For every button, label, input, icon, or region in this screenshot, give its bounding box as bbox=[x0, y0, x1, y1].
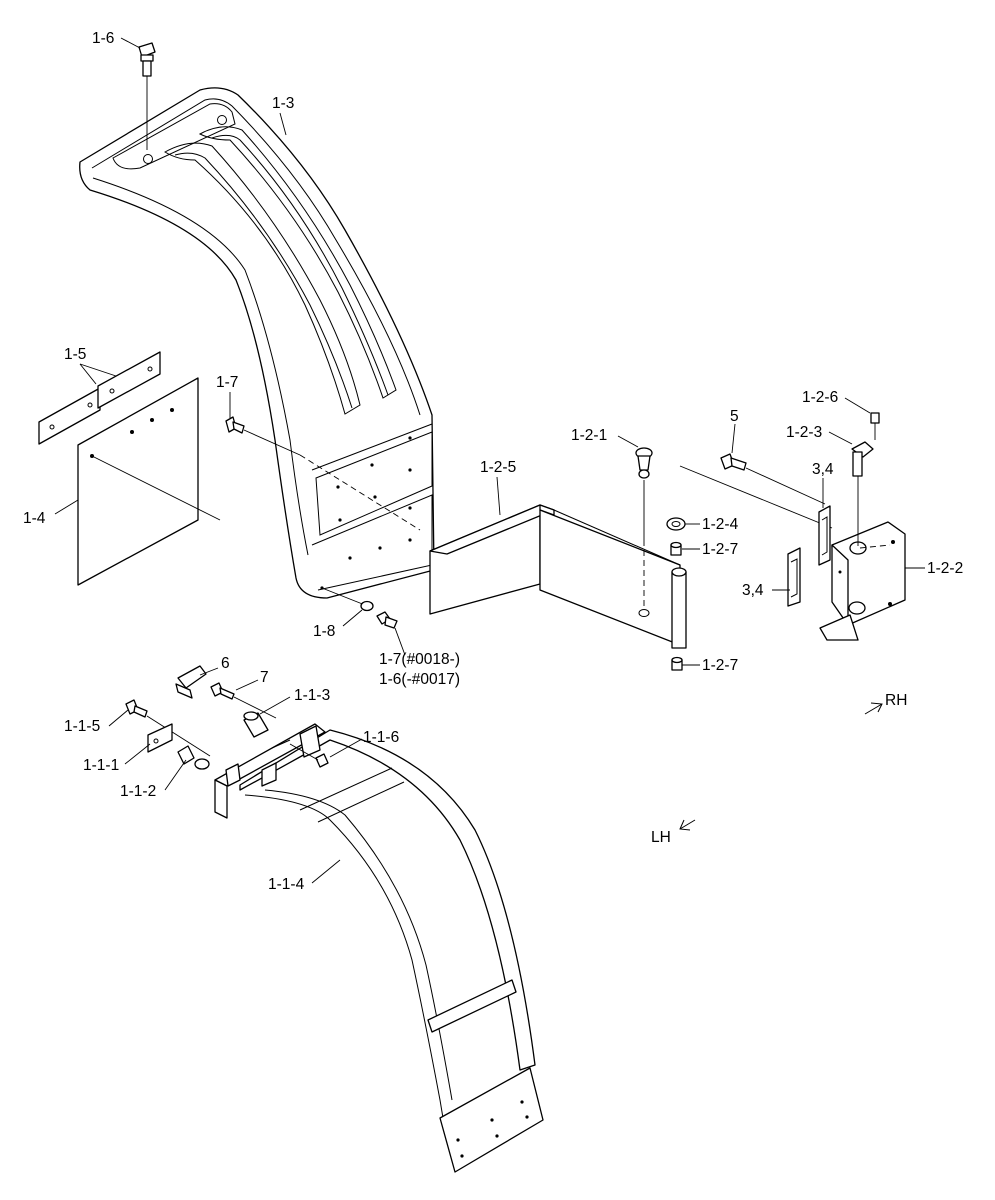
bolt-1-1-5 bbox=[125, 699, 211, 757]
label-1-7: 1-7 bbox=[216, 374, 238, 391]
label-1-2-6: 1-2-6 bbox=[802, 389, 838, 406]
screw-1-2-6 bbox=[870, 412, 880, 440]
label-1-3: 1-3 bbox=[272, 95, 294, 112]
clip-6 bbox=[175, 665, 207, 699]
bolt-1-1-6 bbox=[289, 743, 329, 768]
label-1-6-serial: 1-6(-#0017) bbox=[379, 671, 460, 688]
direction-lh-label: LH bbox=[651, 829, 671, 846]
label-1-2-5: 1-2-5 bbox=[480, 459, 516, 476]
bolt-1-1-2 bbox=[177, 745, 210, 770]
label-7: 7 bbox=[260, 669, 269, 686]
label-5: 5 bbox=[730, 408, 739, 425]
label-3-4-lower: 3,4 bbox=[742, 582, 764, 599]
label-1-2-7-lower: 1-2-7 bbox=[702, 657, 738, 674]
clamp-plates-part bbox=[38, 351, 161, 445]
hinge-pin-1-2-1 bbox=[635, 447, 653, 617]
foam-block-1-2-5 bbox=[429, 504, 681, 646]
bracket-1-2-2 bbox=[679, 465, 906, 641]
label-1-2-7-upper: 1-2-7 bbox=[702, 541, 738, 558]
bush-1-2-7-lower bbox=[671, 656, 683, 671]
label-1-1-5: 1-1-5 bbox=[64, 718, 100, 735]
shim-3-4-lower bbox=[787, 547, 801, 607]
label-1-7-serial: 1-7(#0018-) bbox=[379, 651, 460, 668]
bush-1-2-4 bbox=[666, 517, 686, 531]
rh-arrow-icon bbox=[864, 702, 883, 715]
label-1-1-6: 1-1-6 bbox=[363, 729, 399, 746]
spacer-1-1-3 bbox=[243, 711, 269, 738]
leader-lines bbox=[54, 37, 925, 884]
label-3-4-upper: 3,4 bbox=[812, 461, 834, 478]
label-1-1-2: 1-1-2 bbox=[120, 783, 156, 800]
bolt-1-7-lower bbox=[376, 611, 398, 629]
pin-1-2-3 bbox=[851, 441, 874, 546]
mud-flap-part bbox=[77, 377, 199, 586]
label-1-6-top: 1-6 bbox=[92, 30, 114, 47]
frame-1-1-4 bbox=[214, 723, 544, 1173]
label-1-1-4: 1-1-4 bbox=[268, 876, 305, 893]
label-1-2-1: 1-2-1 bbox=[571, 427, 607, 444]
bolt-5 bbox=[720, 453, 826, 505]
screw-7 bbox=[210, 682, 277, 719]
direction-rh-label: RH bbox=[885, 692, 907, 709]
label-1-8: 1-8 bbox=[313, 623, 335, 640]
label-1-1-3: 1-1-3 bbox=[294, 687, 330, 704]
callout-labels: 1-6 1-3 1-5 1-7 1-4 1-8 1-7(#0018-) 1-6(… bbox=[23, 30, 963, 893]
bolt-1-7 bbox=[91, 416, 421, 531]
bush-1-2-7-upper bbox=[670, 541, 682, 556]
lh-arrow-icon bbox=[679, 819, 696, 831]
hinge-tube bbox=[671, 567, 687, 649]
bracket-1-1-1 bbox=[147, 723, 173, 753]
label-1-2-2: 1-2-2 bbox=[927, 560, 963, 577]
label-1-2-4: 1-2-4 bbox=[702, 516, 739, 533]
label-1-4: 1-4 bbox=[23, 510, 46, 527]
fender-part bbox=[79, 87, 435, 599]
shim-3-4-upper bbox=[818, 505, 831, 566]
washer-1-8 bbox=[321, 587, 374, 612]
bolt-1-6-top bbox=[138, 42, 156, 150]
label-1-1-1: 1-1-1 bbox=[83, 757, 119, 774]
label-1-5: 1-5 bbox=[64, 346, 86, 363]
label-6: 6 bbox=[221, 655, 230, 672]
label-1-2-3: 1-2-3 bbox=[786, 424, 822, 441]
